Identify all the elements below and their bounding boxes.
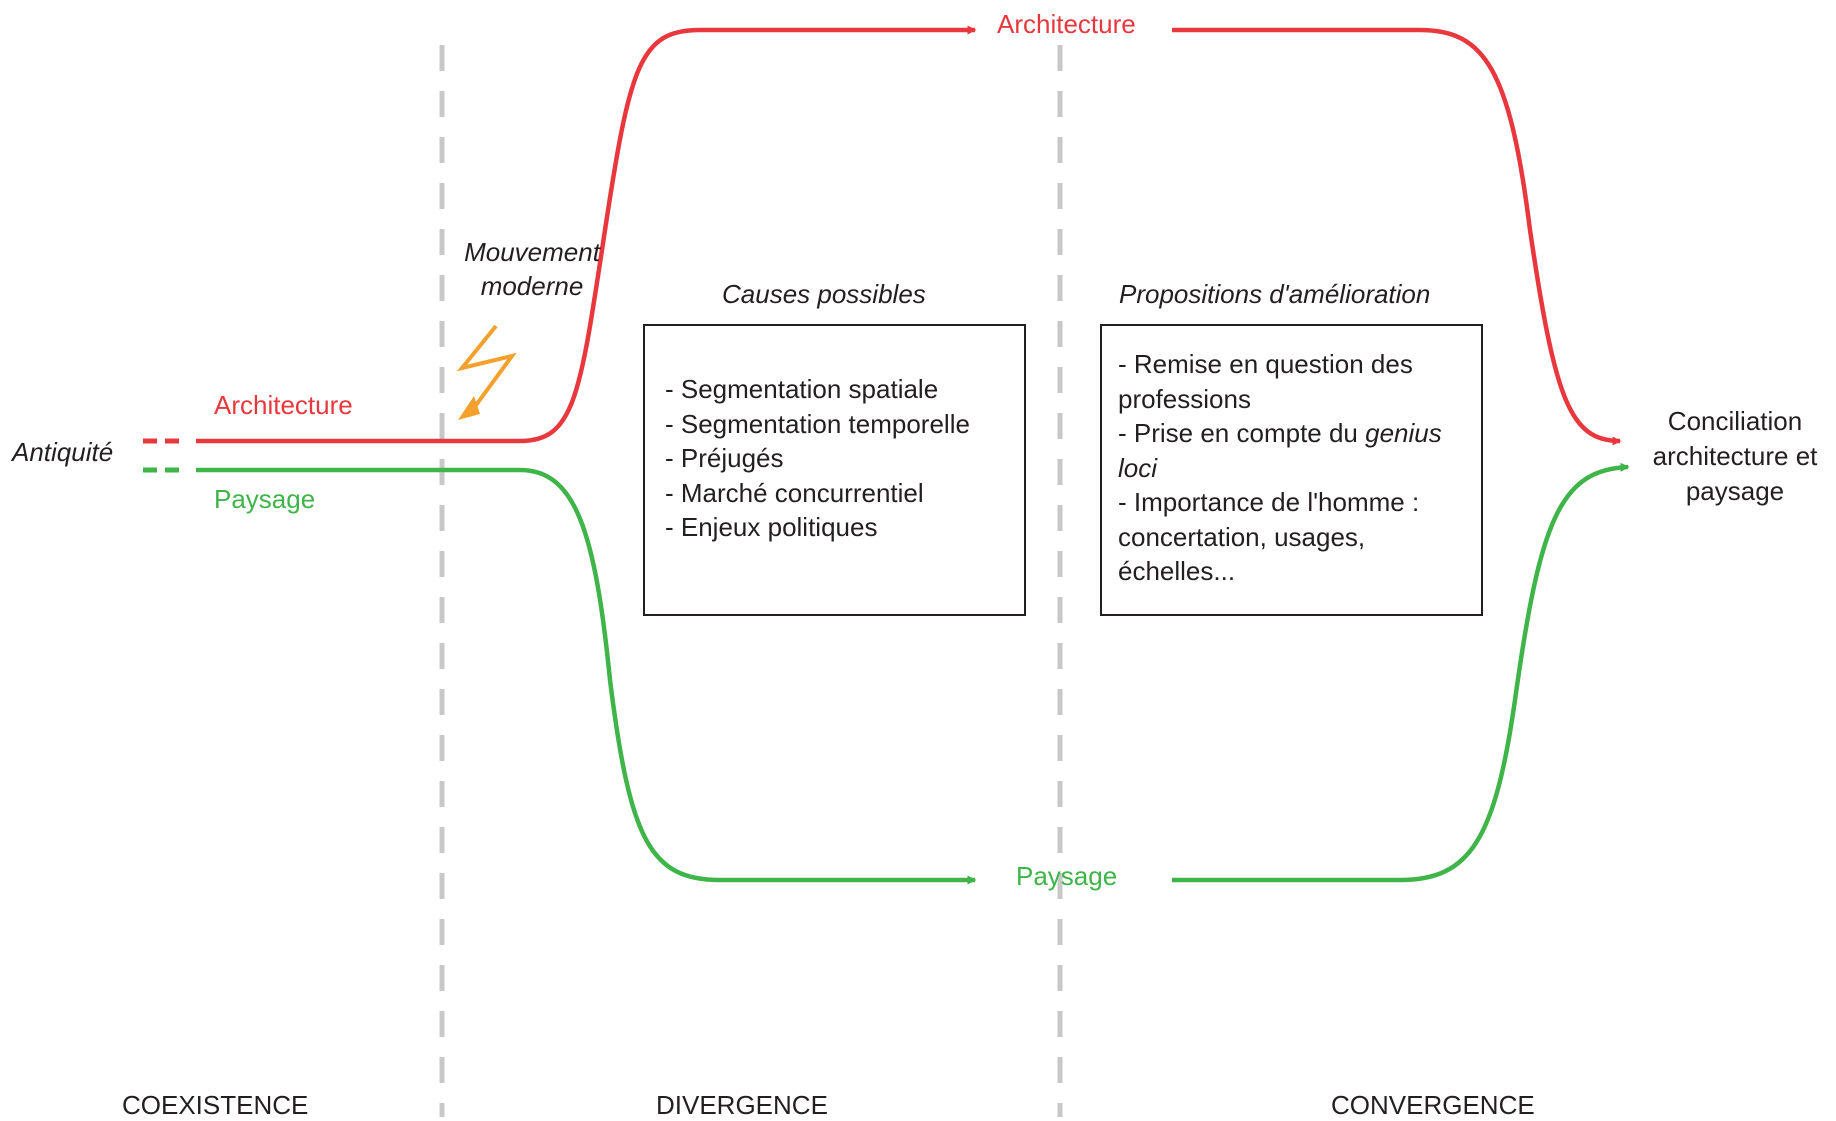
causes-item: - Segmentation temporelle bbox=[665, 408, 970, 439]
causes-title: Causes possibles bbox=[722, 279, 926, 309]
propositions-line: - Prise en compte du genius bbox=[1118, 416, 1481, 451]
start-label-antiquite: Antiquité bbox=[12, 437, 114, 467]
paysage-path-convergence bbox=[1172, 462, 1630, 883]
event-label-line2: moderne bbox=[480, 271, 584, 301]
architecture-label-left: Architecture bbox=[214, 390, 353, 420]
propositions-line: échelles... bbox=[1118, 556, 1236, 586]
result-label-conciliation: Conciliation architecture et paysage bbox=[1640, 404, 1830, 509]
phase-label-convergence: CONVERGENCE bbox=[1331, 1090, 1535, 1120]
propositions-line: - Remise en question des bbox=[1118, 349, 1413, 379]
event-label-line1: Mouvement bbox=[464, 237, 600, 267]
loci-italic: loci bbox=[1118, 452, 1158, 483]
causes-list: - Segmentation spatiale - Segmentation t… bbox=[665, 372, 1024, 545]
architecture-path-convergence bbox=[1172, 27, 1622, 446]
paysage-label-mid: Paysage bbox=[1016, 861, 1118, 891]
propositions-line: concertation, usages, bbox=[1118, 521, 1366, 552]
genius-italic: genius bbox=[1365, 418, 1442, 448]
paysage-label-left: Paysage bbox=[214, 484, 316, 514]
architecture-path-divergence bbox=[196, 25, 977, 444]
causes-box: - Segmentation spatiale - Segmentation t… bbox=[643, 324, 1026, 616]
result-line1: Conciliation bbox=[1667, 406, 1803, 436]
phase-label-coexistence: COEXISTENCE bbox=[122, 1090, 309, 1120]
paysage-path-divergence bbox=[196, 467, 977, 885]
causes-item: - Segmentation spatiale bbox=[665, 374, 939, 404]
propositions-title: Propositions d'amélioration bbox=[1119, 279, 1431, 309]
architecture-label-mid: Architecture bbox=[997, 9, 1136, 39]
result-line2: architecture et bbox=[1652, 441, 1818, 471]
phase-label-divergence: DIVERGENCE bbox=[656, 1090, 828, 1120]
result-line3: paysage bbox=[1685, 476, 1785, 506]
propositions-text: - Prise en compte du bbox=[1118, 418, 1366, 448]
propositions-line: professions bbox=[1118, 383, 1251, 414]
causes-item: - Préjugés bbox=[665, 443, 784, 473]
propositions-line: - Importance de l'homme : bbox=[1118, 487, 1420, 517]
causes-item: - Marché concurrentiel bbox=[665, 477, 924, 508]
causes-item: - Enjeux politiques bbox=[665, 512, 878, 542]
propositions-line: loci bbox=[1118, 451, 1481, 486]
propositions-list: - Remise en question des professions - P… bbox=[1118, 347, 1481, 589]
propositions-box: - Remise en question des professions - P… bbox=[1100, 324, 1483, 616]
event-label-mouvement-moderne: Mouvement moderne bbox=[448, 235, 616, 303]
lightning-bolt-icon bbox=[456, 324, 517, 420]
